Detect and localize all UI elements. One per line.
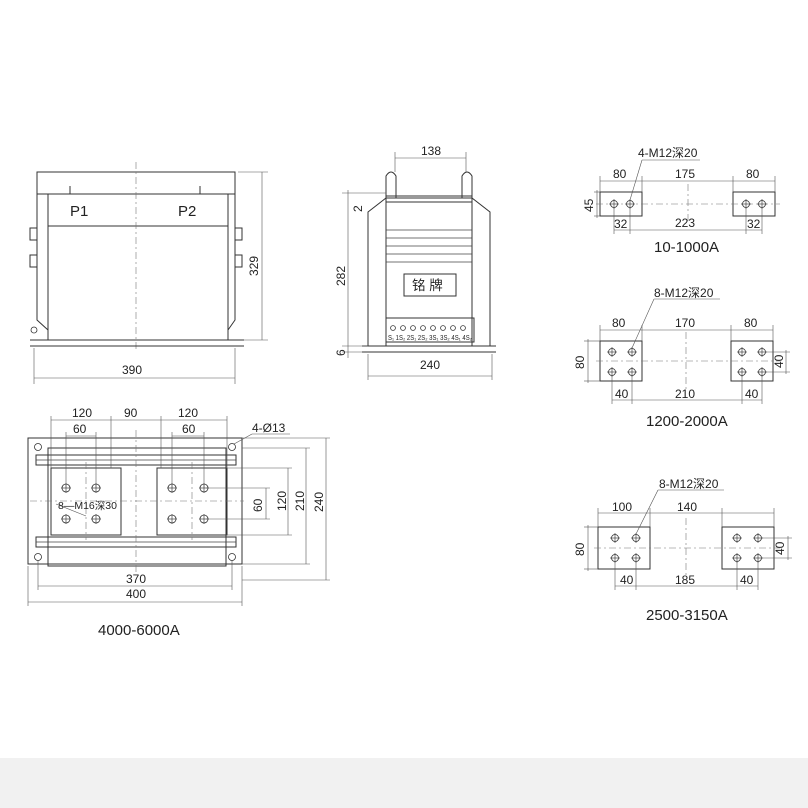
side-view: 铭 牌 S₁ 1S₂ 2S₁ 2S₂ 3S₁ 3S₂ 4S₁ 4S₂ 138 2… — [334, 144, 496, 380]
terminal-1200-middle: 170 — [675, 316, 695, 330]
terminal-bolt-holes — [610, 533, 763, 563]
bolt-note: 8—M16深30 — [58, 500, 117, 512]
secondary-terminal-screws — [390, 325, 466, 331]
mounting-hole-icon — [228, 553, 236, 561]
bottom-dim-60: 60 — [251, 498, 265, 512]
side-dim-2: 2 — [351, 205, 365, 212]
side-dim-6: 6 — [334, 349, 348, 356]
terminal-bolt-holes — [607, 347, 767, 377]
bottom-dim-400: 400 — [126, 587, 146, 601]
footer-band — [0, 758, 808, 808]
terminal-2500-hole-right: 40 — [740, 573, 754, 587]
terminal-10-right: 80 — [746, 167, 760, 181]
terminal-2500-span: 185 — [675, 573, 695, 587]
lifting-lug-right — [461, 171, 473, 198]
side-base-width-dim: 240 — [420, 358, 440, 372]
terminal-1200-2000a: 8-M12深20 80 170 80 80 40 40 210 40 1200-… — [573, 286, 790, 430]
mounting-hole-icon — [34, 553, 42, 561]
nameplate-label: 铭 牌 — [412, 277, 443, 293]
mounting-hole-icon — [228, 443, 236, 451]
terminal-2500-height: 80 — [573, 542, 587, 556]
side-height-dim: 282 — [334, 266, 348, 286]
front-view: P1 P2 390 329 — [29, 162, 268, 384]
terminal-pad-right — [732, 191, 776, 217]
bottom-view: 8—M16深30 120 90 120 60 60 4-Ø13 60 120 — [27, 406, 330, 639]
terminal-10-overall: 223 — [675, 216, 695, 230]
bottom-spacing-right: 120 — [178, 406, 198, 420]
terminal-1200-hole-left: 40 — [615, 387, 629, 401]
front-height-dim: 329 — [247, 256, 261, 276]
terminal-1200-hole-v: 40 — [772, 354, 786, 368]
terminal-10-caption: 10-1000A — [654, 239, 719, 256]
bottom-body-outline — [47, 447, 227, 567]
terminal-10-middle: 175 — [675, 167, 695, 181]
primary-terminal-p1: P1 — [70, 203, 88, 220]
terminal-1200-left: 80 — [612, 316, 626, 330]
lifting-lug-left — [385, 171, 397, 198]
bottom-dim-240: 240 — [312, 492, 326, 512]
terminal-10-left: 80 — [613, 167, 627, 181]
terminal-1200-caption: 1200-2000A — [646, 413, 728, 430]
terminal-2500-middle: 140 — [677, 500, 697, 514]
nameplate — [403, 273, 457, 297]
terminal-1200-span: 210 — [675, 387, 695, 401]
mounting-hole-icon — [34, 443, 42, 451]
bottom-spacing-middle: 90 — [124, 406, 138, 420]
terminal-bolt-holes — [609, 199, 767, 209]
bottom-dim-120: 120 — [275, 491, 289, 511]
mounting-hole-note: 4-Ø13 — [252, 421, 286, 435]
bottom-dim-210: 210 — [293, 491, 307, 511]
terminal-10-note: 4-M12深20 — [638, 146, 698, 160]
terminal-10-hole-right: 32 — [747, 217, 761, 231]
terminal-1200-hole-right: 40 — [745, 387, 759, 401]
secondary-terminal-labels: S₁ 1S₂ 2S₁ 2S₂ 3S₁ 3S₂ 4S₁ 4S₂ — [388, 335, 472, 342]
terminal-1200-note: 8-M12深20 — [654, 286, 714, 300]
terminal-10-hole-left: 32 — [614, 217, 628, 231]
front-width-dim: 390 — [122, 363, 142, 377]
bottom-inner-right: 60 — [182, 422, 196, 436]
terminal-2500-hole-left: 40 — [620, 573, 634, 587]
terminal-2500-3150a: 8-M12深20 100 140 80 40 40 185 40 2500-31… — [573, 477, 792, 624]
bottom-inner-left: 60 — [73, 422, 87, 436]
terminal-2500-note: 8-M12深20 — [659, 477, 719, 491]
bottom-dim-370: 370 — [126, 572, 146, 586]
terminal-10-height: 45 — [582, 198, 596, 212]
terminal-1200-right: 80 — [744, 316, 758, 330]
primary-terminal-p2: P2 — [178, 203, 196, 220]
busbar-bolt-holes — [61, 483, 209, 524]
secondary-terminal-block — [385, 317, 475, 343]
bottom-spacing-left: 120 — [72, 406, 92, 420]
side-top-width-dim: 138 — [421, 144, 441, 158]
terminal-2500-hole-v: 40 — [773, 541, 787, 555]
terminal-10-1000a: 4-M12深20 80 175 80 45 32 223 32 10-1000A — [582, 146, 780, 256]
terminal-2500-left: 100 — [612, 500, 632, 514]
terminal-2500-caption: 2500-3150A — [646, 607, 728, 624]
terminal-1200-height: 80 — [573, 355, 587, 369]
bottom-view-caption: 4000-6000A — [98, 622, 180, 639]
